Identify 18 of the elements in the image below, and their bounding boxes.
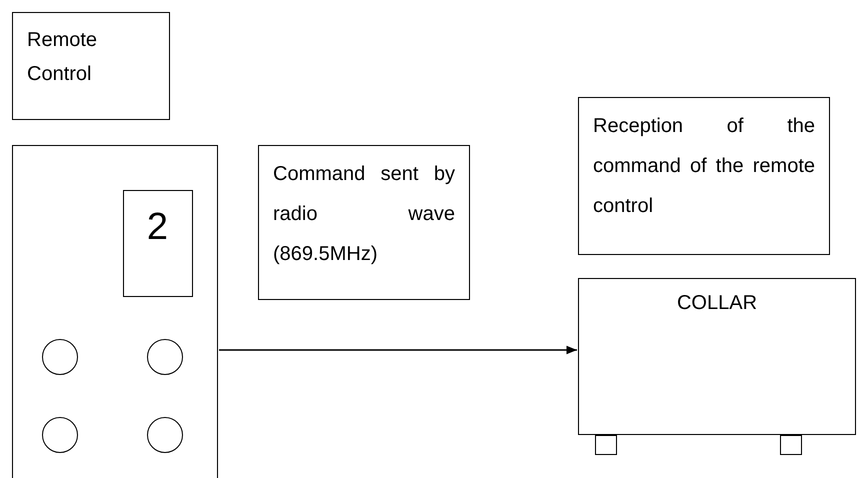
label-box [12,12,170,120]
remote-control-drawing [12,145,218,478]
collar-foot [780,435,802,455]
collar-foot [595,435,617,455]
round-button [42,338,78,374]
collar-drawing [578,278,856,435]
box-label: Remote Control [27,28,98,87]
box-text: Reception of the command of the remote control [593,114,815,219]
display-screen [122,190,192,296]
display-digit: 2 [146,204,170,250]
text-box [578,97,830,255]
text-box [258,145,470,300]
box-text: Command sent by radio wave (869.5MHz) [273,162,455,267]
collar-label: COLLAR [676,291,758,316]
arrow [219,346,577,354]
round-button [146,338,182,374]
round-button [42,416,78,452]
round-button [146,416,182,452]
